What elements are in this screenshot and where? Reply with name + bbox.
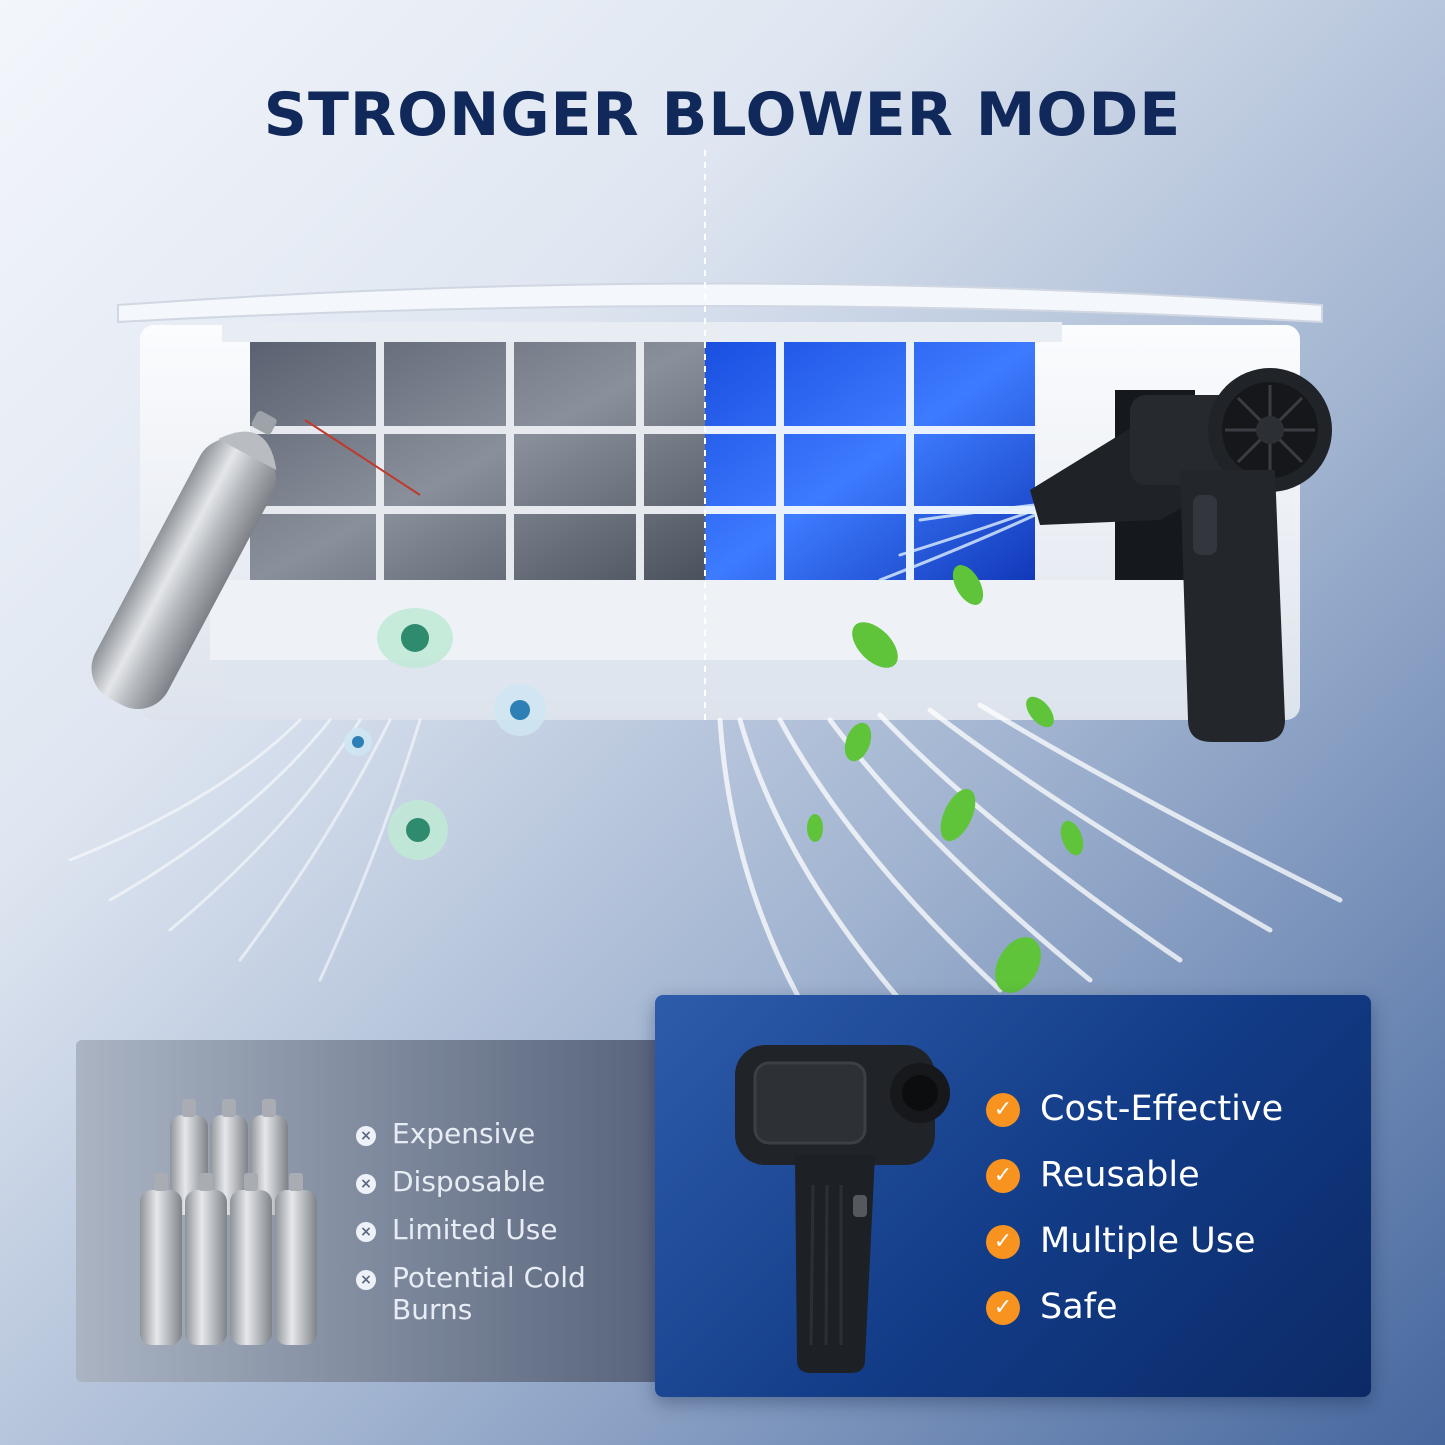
pro-label: Multiple Use — [1040, 1221, 1256, 1261]
scene-illustration — [91, 282, 1332, 993]
check-icon: ✓ — [986, 1093, 1020, 1127]
dirty-filter — [250, 342, 705, 582]
con-item-cold-burns: × Potential Cold Burns — [356, 1262, 656, 1326]
check-icon: ✓ — [986, 1291, 1020, 1325]
con-item-limited-use: × Limited Use — [356, 1214, 656, 1246]
pro-item-safe: ✓ Safe — [986, 1286, 1356, 1328]
cons-list: × Expensive × Disposable × Limited Use ×… — [356, 1118, 656, 1342]
con-item-expensive: × Expensive — [356, 1118, 656, 1150]
blower-product-illustration — [735, 1045, 950, 1373]
con-label: Limited Use — [392, 1213, 558, 1246]
pro-item-reusable: ✓ Reusable — [986, 1154, 1356, 1196]
con-label: Potential Cold Burns — [392, 1261, 586, 1326]
clean-filter — [705, 342, 1035, 582]
air-cans-illustration — [140, 1099, 317, 1345]
pro-item-multiple-use: ✓ Multiple Use — [986, 1220, 1356, 1262]
pro-label: Safe — [1040, 1287, 1118, 1327]
headline: STRONGER BLOWER MODE — [263, 80, 1182, 150]
con-label: Expensive — [392, 1117, 536, 1150]
pro-label: Reusable — [1040, 1155, 1200, 1195]
pro-item-cost-effective: ✓ Cost-Effective — [986, 1088, 1356, 1130]
con-label: Disposable — [392, 1165, 546, 1198]
compressed-air-can — [91, 411, 277, 710]
con-item-disposable: × Disposable — [356, 1166, 656, 1198]
x-icon: × — [356, 1270, 376, 1290]
x-icon: × — [356, 1222, 376, 1242]
x-icon: × — [356, 1174, 376, 1194]
pros-list: ✓ Cost-Effective ✓ Reusable ✓ Multiple U… — [986, 1088, 1356, 1352]
germ-particles — [344, 608, 546, 860]
pro-label: Cost-Effective — [1040, 1089, 1284, 1129]
x-icon: × — [356, 1126, 376, 1146]
spray-nozzle-straw — [304, 419, 421, 496]
check-icon: ✓ — [986, 1159, 1020, 1193]
electric-blower — [1030, 368, 1332, 742]
check-icon: ✓ — [986, 1225, 1020, 1259]
blown-leaves — [807, 565, 1084, 993]
